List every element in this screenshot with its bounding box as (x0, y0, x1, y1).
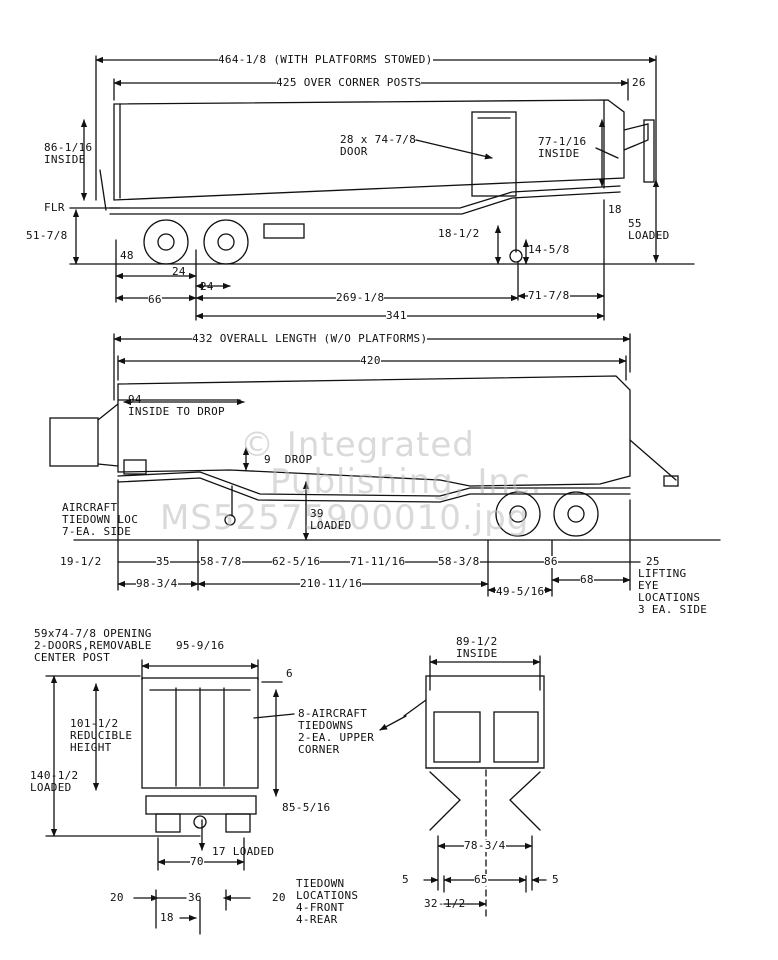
dim-6: 6 (286, 667, 293, 680)
dim-89-inside: 89-1/2 INSIDE (456, 635, 498, 660)
dim-overall-stowed: 464-1/8 (WITH PLATFORMS STOWED) (218, 53, 433, 66)
dim-inside-to-drop: 94 INSIDE TO DROP (128, 393, 225, 418)
door-label: 28 x 74-7/8 DOOR (340, 133, 417, 158)
dim-78: 78-3/4 (464, 839, 506, 852)
dim-58-3: 58-3/8 (438, 555, 480, 568)
trailer-body-top (113, 99, 625, 201)
rear-body (141, 677, 259, 789)
dim-inside-height: 86-1/16 INSIDE (44, 141, 93, 166)
dim-drop: 9 DROP (264, 453, 313, 466)
dim-51: 51-7/8 (26, 229, 68, 242)
dim-39-loaded: 39 LOADED (310, 507, 352, 532)
door-opening-label: 59x74-7/8 OPENING 2-DOORS,REMOVABLE CENT… (34, 627, 152, 664)
dim-70: 70 (190, 855, 204, 868)
dim-over-corner-posts: 425 OVER CORNER POSTS (276, 76, 422, 89)
dim-18-half: 18-1/2 (438, 227, 480, 240)
dim-71-11: 71-11/16 (350, 555, 406, 568)
dim-140-loaded: 140-1/2 LOADED (30, 769, 79, 794)
rear-view (45, 659, 295, 935)
dim-49: 49-5/16 (496, 585, 545, 598)
dim-20a: 20 (110, 891, 124, 904)
dim-25: 25 (646, 555, 660, 568)
dim-20b: 20 (272, 891, 286, 904)
dim-71: 71-7/8 (528, 289, 570, 302)
dim-269: 269-1/8 (336, 291, 385, 304)
dim-68: 68 (580, 573, 594, 586)
dim-98: 98-3/4 (136, 577, 178, 590)
dim-5a: 5 (402, 873, 409, 886)
dim-62: 62-5/16 (272, 555, 321, 568)
dim-58-7: 58-7/8 (200, 555, 242, 568)
floor-label: FLR (44, 201, 65, 214)
dim-36: 36 (188, 891, 202, 904)
front-body (425, 675, 545, 769)
dim-341: 341 (386, 309, 407, 322)
dim-77-inside: 77-1/16 INSIDE (538, 135, 587, 160)
side-door (471, 111, 517, 197)
dim-420: 420 (360, 354, 381, 367)
dim-17-loaded: 17 LOADED (212, 845, 275, 858)
dim-26: 26 (632, 76, 646, 89)
side-view-top (69, 55, 695, 321)
dim-55-loaded: 55 LOADED (628, 217, 670, 242)
tiedown-location-label: AIRCRAFT TIEDOWN LOC 7-EA. SIDE (62, 501, 139, 538)
wheel (203, 219, 249, 265)
dim-35: 35 (156, 555, 170, 568)
dim-95: 95-9/16 (176, 639, 225, 652)
dim-19: 19-1/2 (60, 555, 102, 568)
dim-18-rear: 18 (160, 911, 174, 924)
upper-tiedowns-label: 8-AIRCRAFT TIEDOWNS 2-EA. UPPER CORNER (298, 707, 375, 756)
dim-66: 66 (148, 293, 162, 306)
dim-reducible-height: 101-1/2 REDUCIBLE HEIGHT (70, 717, 133, 754)
trailer-body-bottom (117, 375, 631, 487)
watermark: MS52575900010.jpg (160, 498, 530, 538)
lifting-eye-label: LIFTING EYE LOCATIONS 3 EA. SIDE (638, 567, 708, 616)
dim-48: 48 (120, 249, 134, 262)
watermark: © Integrated (240, 425, 475, 465)
dim-5b: 5 (552, 873, 559, 886)
dim-18: 18 (608, 203, 622, 216)
tiedown-locations-label: TIEDOWN LOCATIONS 4-FRONT 4-REAR (296, 877, 359, 926)
dim-24a: 24 (172, 265, 186, 278)
platform (49, 417, 99, 467)
dim-210: 210-11/16 (300, 577, 363, 590)
dim-32: 32-1/2 (424, 897, 466, 910)
wheel (553, 491, 599, 537)
dim-85: 85-5/16 (282, 801, 331, 814)
dim-14: 14-5/8 (528, 243, 570, 256)
wheel (143, 219, 189, 265)
dim-24b: 24 (200, 280, 214, 293)
dim-65: 65 (474, 873, 488, 886)
dim-86: 86 (544, 555, 558, 568)
watermark: Publishing, Inc. (270, 462, 543, 502)
dim-overall-length: 432 OVERALL LENGTH (W/O PLATFORMS) (192, 332, 428, 345)
wheel (495, 491, 541, 537)
front-view (379, 655, 547, 921)
